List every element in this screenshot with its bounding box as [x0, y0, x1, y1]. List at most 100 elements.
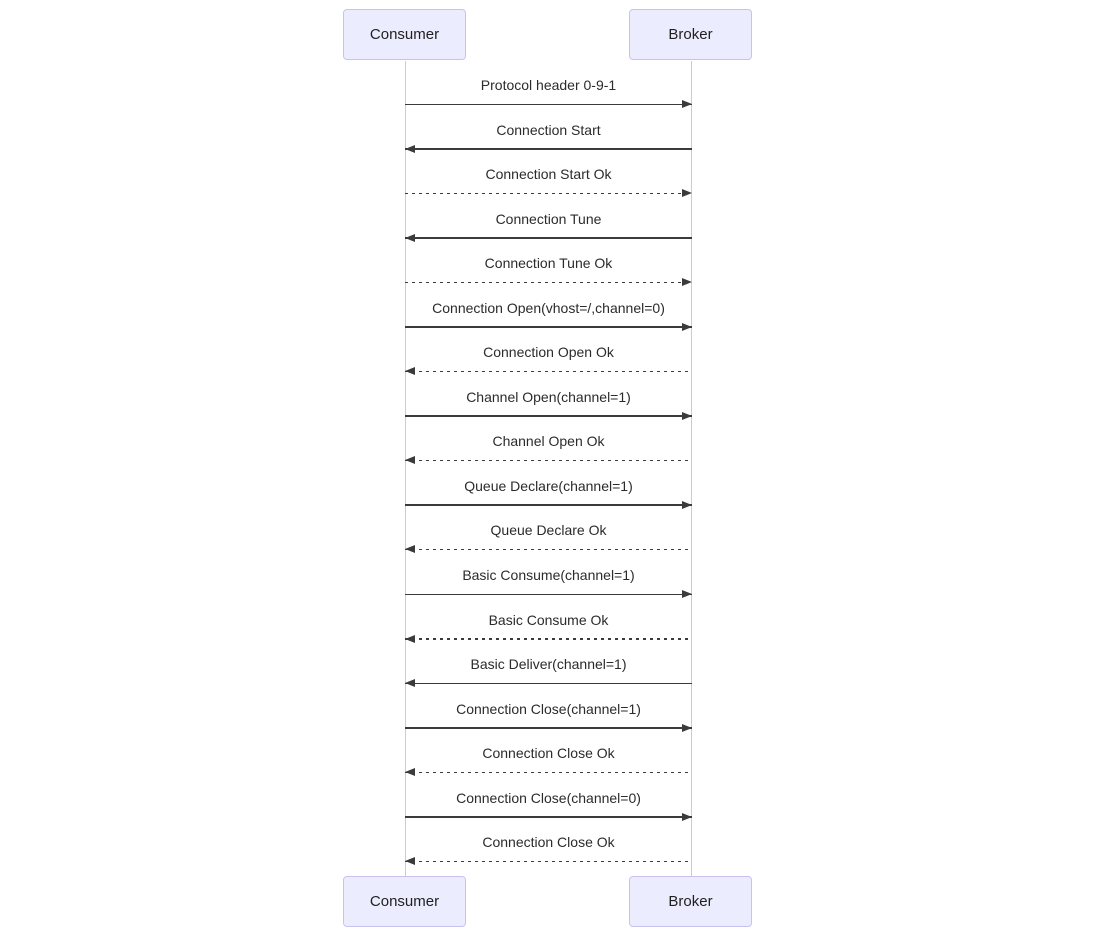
arrowhead-icon	[682, 812, 692, 821]
actor-consumer-top: Consumer	[343, 9, 466, 60]
arrowhead-icon	[682, 590, 692, 599]
message-arrow	[405, 723, 692, 732]
actor-broker-bottom: Broker	[629, 876, 752, 927]
message-arrow	[405, 144, 692, 153]
message-row: Channel Open(channel=1)	[405, 373, 692, 420]
arrow-line	[405, 593, 692, 596]
message-row: Channel Open Ok	[405, 417, 692, 465]
message-label: Connection Close(channel=1)	[456, 700, 641, 717]
arrow-line	[405, 103, 692, 105]
arrow-line	[405, 370, 692, 373]
message-label: Connection Open Ok	[483, 344, 614, 361]
arrowhead-icon	[405, 367, 415, 376]
arrow-line	[405, 860, 692, 863]
arrow-line	[405, 459, 692, 462]
message-arrow	[405, 411, 692, 420]
message-arrow	[405, 857, 692, 866]
message-row: Connection Start	[405, 106, 692, 153]
message-label: Queue Declare(channel=1)	[464, 477, 633, 494]
message-row: Connection Open Ok	[405, 328, 692, 376]
message-row: Basic Consume(channel=1)	[405, 551, 692, 599]
arrow-line	[405, 415, 692, 417]
message-arrow	[405, 500, 692, 509]
arrowhead-icon	[682, 189, 692, 198]
arrowhead-icon	[682, 278, 692, 287]
message-row: Connection Close Ok	[405, 818, 692, 866]
arrowhead-icon	[405, 634, 415, 643]
message-arrow	[405, 278, 692, 287]
message-row: Basic Deliver(channel=1)	[405, 640, 692, 688]
message-row: Connection Open(vhost=/,channel=0)	[405, 284, 692, 331]
message-row: Connection Close(channel=0)	[405, 774, 692, 821]
message-arrow	[405, 189, 692, 198]
arrow-line	[405, 771, 692, 774]
message-row: Connection Tune	[405, 195, 692, 242]
arrow-line	[405, 682, 692, 685]
message-label: Queue Declare Ok	[490, 522, 607, 539]
message-label: Connection Start Ok	[485, 166, 612, 183]
message-row: Queue Declare(channel=1)	[405, 462, 692, 509]
arrowhead-icon	[405, 768, 415, 777]
arrow-line	[405, 504, 692, 506]
message-arrow	[405, 545, 692, 554]
message-row: Queue Declare Ok	[405, 506, 692, 554]
arrowhead-icon	[405, 679, 415, 688]
message-label: Connection Tune Ok	[484, 255, 613, 272]
message-label: Connection Tune	[495, 210, 602, 227]
message-arrow	[405, 590, 692, 599]
message-row: Protocol header 0-9-1	[405, 61, 692, 109]
message-label: Connection Close Ok	[482, 834, 615, 851]
arrowhead-icon	[682, 100, 692, 108]
actor-broker-top-label: Broker	[668, 26, 713, 43]
message-label: Channel Open(channel=1)	[466, 388, 631, 405]
message-arrow	[405, 367, 692, 376]
arrowhead-icon	[405, 857, 415, 866]
message-row: Connection Close Ok	[405, 729, 692, 777]
message-label: Basic Deliver(channel=1)	[470, 656, 627, 673]
arrow-line	[405, 548, 692, 551]
arrowhead-icon	[682, 723, 692, 732]
arrowhead-icon	[405, 456, 415, 465]
actor-broker-top: Broker	[629, 9, 752, 60]
message-label: Connection Close(channel=0)	[456, 789, 641, 806]
message-label: Basic Consume Ok	[488, 611, 609, 628]
consumer-lifeline	[405, 61, 406, 876]
message-row: Connection Start Ok	[405, 150, 692, 198]
message-row: Connection Close(channel=1)	[405, 685, 692, 732]
message-label: Channel Open Ok	[492, 433, 605, 450]
message-label: Connection Close Ok	[482, 745, 615, 762]
message-arrow	[405, 233, 692, 242]
messages-area: Protocol header 0-9-1 Connection Start C…	[405, 61, 692, 866]
actor-consumer-top-label: Consumer	[369, 26, 440, 43]
arrow-line	[405, 237, 692, 239]
message-arrow	[405, 322, 692, 331]
message-label: Protocol header 0-9-1	[480, 77, 617, 93]
message-label: Connection Start	[496, 121, 601, 138]
arrow-line	[405, 192, 692, 195]
arrow-line	[405, 281, 692, 284]
message-row: Connection Tune Ok	[405, 239, 692, 287]
arrow-line	[405, 148, 692, 150]
message-arrow	[405, 812, 692, 821]
message-arrow	[405, 634, 692, 643]
message-arrow	[405, 768, 692, 777]
actor-broker-bottom-label: Broker	[668, 893, 713, 910]
message-arrow	[405, 100, 692, 109]
arrowhead-icon	[682, 322, 692, 331]
message-arrow	[405, 679, 692, 688]
arrow-line	[405, 326, 692, 328]
arrowhead-icon	[405, 233, 415, 242]
message-label: Connection Open(vhost=/,channel=0)	[432, 299, 665, 316]
message-label: Basic Consume(channel=1)	[462, 567, 635, 584]
arrowhead-icon	[405, 545, 415, 554]
actor-consumer-bottom: Consumer	[343, 876, 466, 927]
arrowhead-icon	[405, 144, 415, 153]
message-arrow	[405, 456, 692, 465]
actor-consumer-bottom-label: Consumer	[369, 893, 440, 910]
arrow-line	[405, 727, 692, 729]
message-row: Basic Consume Ok	[405, 596, 692, 643]
arrow-line	[405, 816, 692, 818]
broker-lifeline	[691, 61, 692, 876]
arrow-line	[405, 638, 692, 640]
